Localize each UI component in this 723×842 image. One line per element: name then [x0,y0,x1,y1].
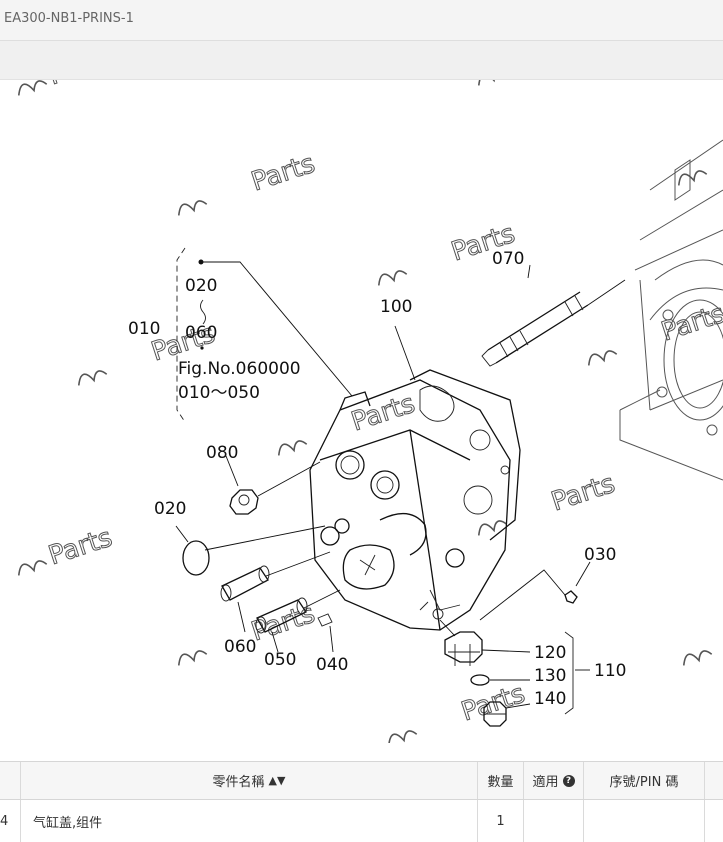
leader-line [201,261,353,397]
leader-line [394,325,416,381]
watermark-text: Parts [658,299,723,348]
header-qty: 數量 [478,762,524,799]
stud-part-070 [481,264,626,367]
fitting-part-110 [439,619,590,727]
watermark-layer: Parts Parts Parts Parts Parts Parts Part… [17,80,723,743]
callout-120: 120 [534,643,566,663]
help-icon[interactable]: ? [562,774,575,787]
sort-icon[interactable]: ▲▼ [268,774,286,787]
callout-060: 060 [185,323,217,343]
callout-100: 100 [380,297,412,317]
callout-140: 140 [534,689,566,709]
header-overflow-col [705,762,723,799]
row-qty: 1 [478,800,524,842]
callout-080: 080 [206,443,238,463]
callout-110: 110 [594,661,626,681]
row-overflow-col [705,800,723,842]
header-part-name-label: 零件名稱 [212,775,265,790]
watermark-text: Parts [248,149,319,198]
range-tilde [200,299,206,325]
row-part-name: 气缸盖,组件 [21,800,478,842]
callout-060b: 060 [224,637,256,657]
watermark-text: Parts [548,469,619,518]
plug-part-020 [175,525,326,576]
callout-020: 020 [185,276,217,296]
figure-range: 010～050 [178,383,260,403]
callout-020b: 020 [154,499,186,519]
header-index-col [0,762,21,799]
header-serial: 序號/PIN 碼 [584,762,705,799]
header-applicable: 適用 ? [524,762,584,799]
callout-130: 130 [534,666,566,686]
row-applicable [524,800,584,842]
callout-030: 030 [584,545,616,565]
callout-050: 050 [264,650,296,670]
screw-part-030 [479,561,591,621]
cylinder-head-assembly [309,369,521,631]
toolbar-strip [0,41,723,80]
watermark-text: Parts [45,523,116,572]
title-bar: EA300-NB1-PRINS-1 [0,0,723,41]
exploded-parts-diagram: Parts Parts Parts Parts Parts Parts Part… [0,80,723,743]
table-header-row: 零件名稱 ▲▼ 數量 適用 ? 序號/PIN 碼 [0,762,723,800]
row-index: 4 [0,800,21,842]
fig-reference-bracket [176,247,186,423]
valve-guide-parts [220,551,341,653]
callout-070: 070 [492,249,524,269]
callout-040: 040 [316,655,348,675]
header-part-name[interactable]: 零件名稱 ▲▼ [21,762,478,799]
watermark-text: Parts [458,679,529,728]
parts-table: 零件名稱 ▲▼ 數量 適用 ? 序號/PIN 碼 4 气缸盖,组件 1 [0,761,723,842]
window-title: EA300-NB1-PRINS-1 [4,11,134,26]
row-serial [584,800,705,842]
nut-part-080 [225,455,321,515]
callout-010: 010 [128,319,160,339]
figure-number: Fig.No.060000 [178,359,301,379]
table-row[interactable]: 4 气缸盖,组件 1 [0,800,723,842]
engine-block-outline [619,139,723,481]
watermark-text: Parts [45,80,116,91]
leader-dot [200,346,204,350]
